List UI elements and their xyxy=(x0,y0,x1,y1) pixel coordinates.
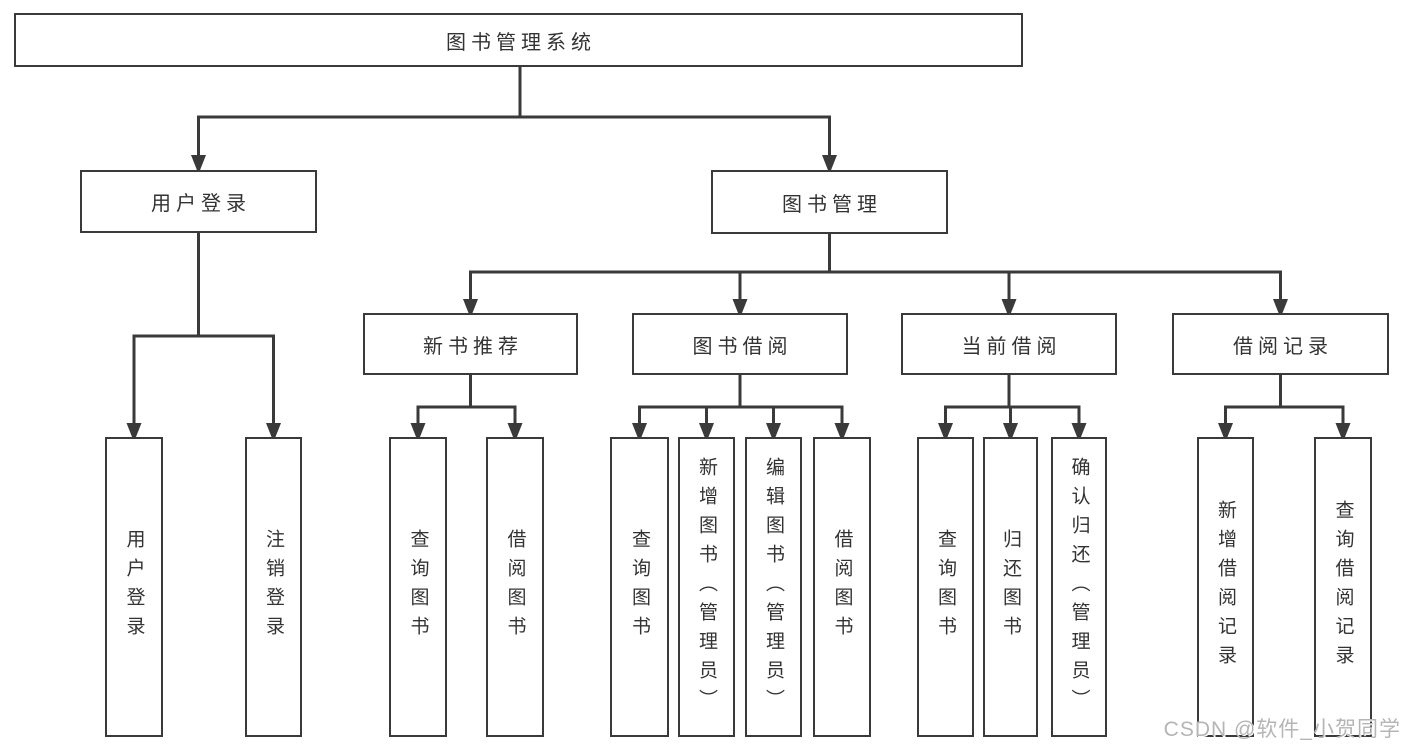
node-book-management: 图书管理 xyxy=(711,170,948,234)
arrowheads xyxy=(126,155,1351,442)
edge-current-borrowing-to-leaves xyxy=(944,373,1081,428)
edge-borrowing-records-to-leaves xyxy=(1224,373,1345,428)
leaf-query-books-recommend: 查询图书 xyxy=(389,437,447,737)
edge-user-login-to-leaves xyxy=(132,231,275,428)
leaf-confirm-return-admin: 确认归还（管理员） xyxy=(1051,437,1107,737)
leaf-borrow-books-borrowing: 借阅图书 xyxy=(813,437,871,737)
edge-new-book-rec-to-leaves xyxy=(416,373,517,428)
leaf-add-borrow-record: 新增借阅记录 xyxy=(1197,437,1254,737)
leaf-logout: 注销登录 xyxy=(245,437,302,737)
leaf-query-books-current: 查询图书 xyxy=(917,437,974,737)
node-user-login: 用户登录 xyxy=(80,170,317,233)
node-new-book-recommendation: 新书推荐 xyxy=(363,313,578,375)
leaf-user-login: 用户登录 xyxy=(105,437,163,737)
edge-book-borrowing-to-leaves xyxy=(638,373,844,428)
leaf-query-books-borrowing: 查询图书 xyxy=(610,437,669,737)
leaf-query-borrow-record: 查询借阅记录 xyxy=(1314,437,1372,737)
node-book-borrowing: 图书借阅 xyxy=(632,313,848,375)
leaf-return-books: 归还图书 xyxy=(983,437,1038,737)
leaf-edit-book-admin: 编辑图书（管理员） xyxy=(745,437,802,737)
watermark: CSDN @软件_小贺同学 xyxy=(1163,718,1401,741)
node-library-management-system: 图书管理系统 xyxy=(14,13,1023,67)
edge-root-to-level2 xyxy=(197,65,831,160)
node-current-borrowing: 当前借阅 xyxy=(901,313,1117,375)
leaf-borrow-books-recommend: 借阅图书 xyxy=(486,437,544,737)
edge-book-management-to-level3 xyxy=(469,232,1282,304)
node-borrowing-records: 借阅记录 xyxy=(1172,313,1389,375)
leaf-add-book-admin: 新增图书（管理员） xyxy=(678,437,735,737)
